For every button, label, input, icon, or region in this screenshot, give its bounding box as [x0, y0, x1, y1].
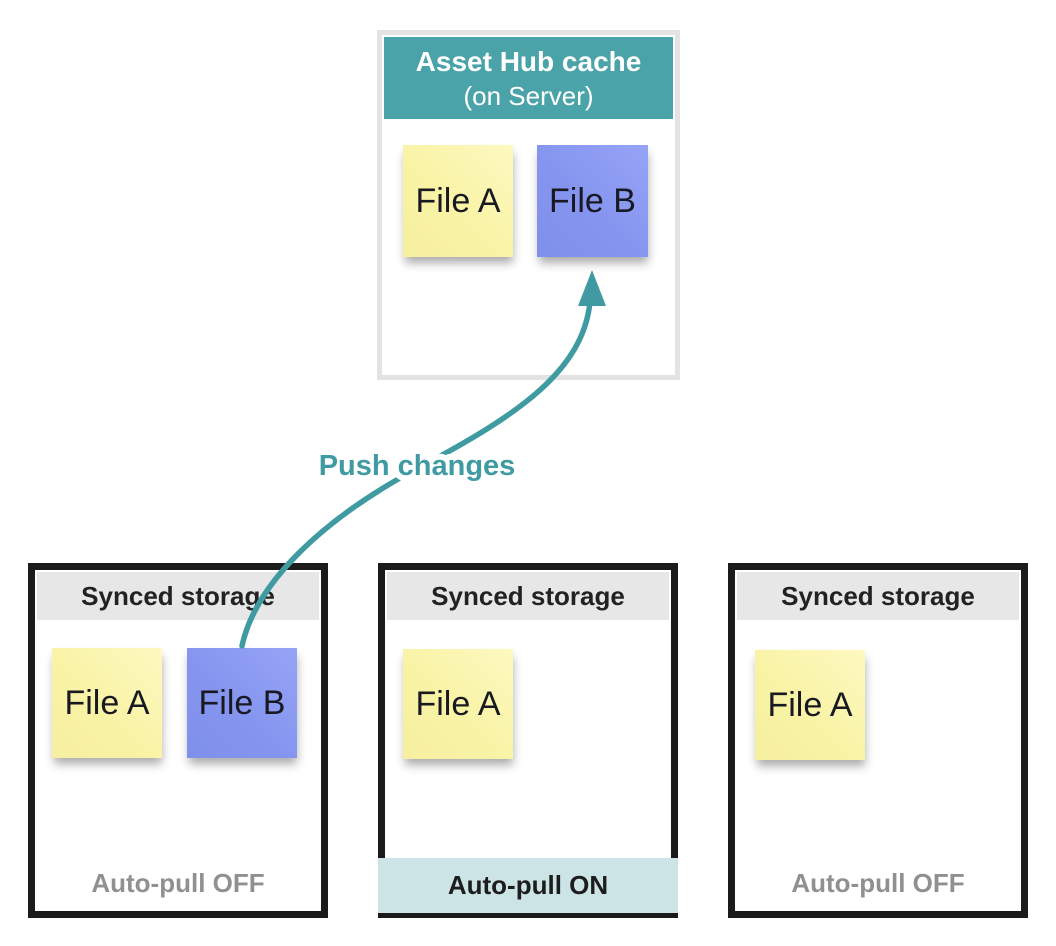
hub-file-b-note: File B [537, 145, 648, 257]
synced-storage-title: Synced storage [387, 572, 669, 620]
auto-pull-off-label: Auto-pull OFF [791, 868, 965, 898]
asset-hub-header: Asset Hub cache (on Server) [384, 37, 673, 119]
synced-storage-box-3: Synced storage File A Auto-pull OFF [728, 563, 1028, 918]
synced-storage-title: Synced storage [37, 572, 319, 620]
asset-hub-cache-box: Asset Hub cache (on Server) File A File … [377, 30, 680, 380]
hub-file-a-note: File A [403, 145, 513, 257]
synced-storage-title: Synced storage [737, 572, 1019, 620]
asset-hub-subtitle: (on Server) [463, 81, 594, 111]
push-changes-label: Push changes [319, 450, 516, 482]
auto-pull-on-label: Auto-pull ON [378, 858, 678, 913]
storage1-file-a-note: File A [52, 648, 162, 758]
storage3-file-a-note: File A [755, 650, 865, 760]
synced-storage-box-1: Synced storage File A File B Auto-pull O… [28, 563, 328, 918]
storage2-file-a-note: File A [403, 649, 513, 759]
auto-pull-off-label: Auto-pull OFF [91, 868, 265, 898]
synced-storage-box-2: Synced storage File A Auto-pull ON [378, 563, 678, 918]
storage1-file-b-note: File B [187, 648, 297, 758]
asset-hub-title: Asset Hub cache [415, 46, 642, 77]
